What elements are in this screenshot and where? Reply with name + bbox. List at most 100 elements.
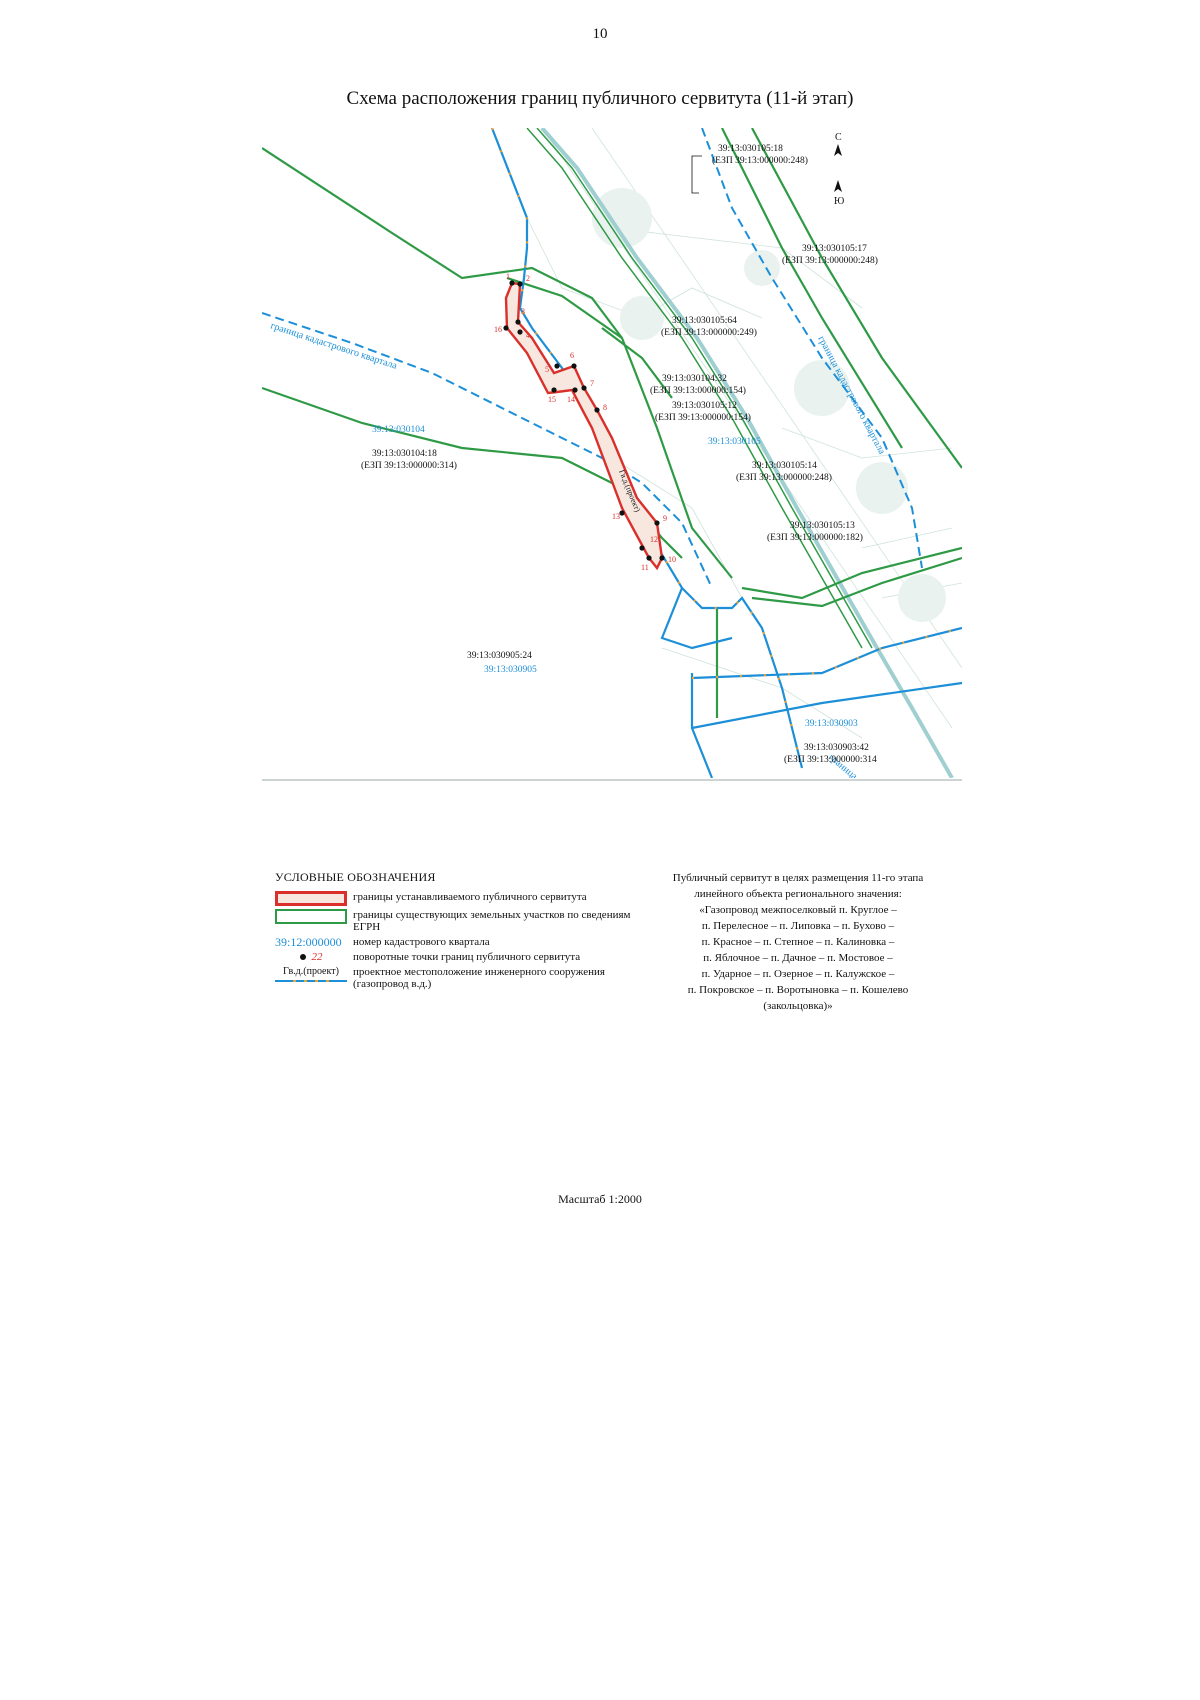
- parcel-label: 39:13:030105:14: [752, 461, 817, 471]
- turn-point-label: 6: [570, 351, 574, 360]
- servitude-boundary: [504, 281, 664, 571]
- legend-item-text: проектное местоположение инженерного соо…: [353, 966, 605, 990]
- point-number: 22: [311, 951, 323, 963]
- legend-item-text: поворотные точки границ публичного серви…: [353, 951, 581, 963]
- turn-point-marker: [571, 363, 577, 369]
- parcel-label: (ЕЗП 39:13:000000:154): [650, 385, 746, 396]
- turn-point-label: 2: [526, 274, 530, 283]
- quarter-boundaries: [262, 128, 923, 589]
- parcel-label: 39:13:030105:18: [718, 144, 783, 154]
- parcel-label: (ЕЗП 39:13:000000:314: [784, 754, 877, 765]
- legend-item-text: границы устанавливаемого публичного серв…: [353, 891, 587, 903]
- map-scale: Масштаб 1:2000: [558, 1192, 642, 1206]
- parcel-symbol: [275, 909, 347, 924]
- compass-south: Ю: [834, 196, 844, 207]
- parcel-label: (ЕЗП 39:13:000000:248): [782, 255, 878, 266]
- legend-item-gas: Гв.д.(проект) проектное местоположение и…: [275, 966, 645, 990]
- parcel-label: (ЕЗП 39:13:000000:248): [736, 472, 832, 483]
- parcel-label: 39:13:030105:13: [790, 521, 855, 531]
- turn-point-marker: [654, 520, 660, 526]
- quarter-number-symbol: 39:12:000000: [275, 935, 342, 949]
- gas-symbol-label: Гв.д.(проект): [283, 966, 339, 977]
- parcel-label: (ЕЗП 39:13:000000:154): [655, 412, 751, 423]
- parcel-label: (ЕЗП 39:13:000000:249): [661, 327, 757, 338]
- quarter-label: 39:13:030105: [708, 437, 761, 447]
- turn-point-marker: [515, 319, 521, 325]
- turn-point-marker: [619, 510, 625, 516]
- turn-point-label: 9: [663, 514, 667, 523]
- parcel-label: 39:13:030905:24: [467, 651, 532, 661]
- parcel-boundaries: [262, 128, 962, 718]
- turn-point-marker: [509, 280, 515, 286]
- legend-item-servitude: границы устанавливаемого публичного серв…: [275, 891, 645, 906]
- turn-point-marker: [581, 385, 587, 391]
- quarter-label: 39:13:030903: [805, 719, 858, 729]
- legend-title: УСЛОВНЫЕ ОБОЗНАЧЕНИЯ: [275, 870, 436, 884]
- vegetation: [592, 188, 946, 622]
- note-line: линейного объекта регионального значения…: [694, 888, 902, 900]
- turn-point-label: 8: [603, 403, 607, 412]
- road-corridor: [526, 128, 954, 778]
- turn-point-marker: [551, 387, 557, 393]
- note-line: «Газопровод межпоселковый п. Круглое –: [699, 904, 897, 916]
- parcel-label: 39:13:030105:12: [672, 401, 737, 411]
- page-number: 10: [592, 26, 608, 42]
- compass-rose: С Ю: [834, 132, 844, 207]
- turn-point-label: 1: [506, 272, 510, 281]
- turn-point-label: 5: [545, 365, 549, 374]
- turn-point-label: 10: [668, 555, 676, 564]
- note-line: п. Покровское – п. Воротыновка – п. Коше…: [687, 984, 909, 996]
- turn-point-marker: [659, 555, 665, 561]
- turn-point-marker: [594, 407, 600, 413]
- turn-point-label: 4: [526, 331, 530, 340]
- turn-point-label: 15: [548, 395, 556, 404]
- turn-point-label: 14: [567, 395, 575, 404]
- turn-point-marker: [639, 545, 645, 551]
- note-line: п. Перелесное – п. Липовка – п. Бухово –: [701, 920, 895, 932]
- turn-point-label: 16: [494, 325, 502, 334]
- parcel-label: (ЕЗП 39:13:000000:248): [712, 155, 808, 166]
- turn-point-marker: [503, 325, 509, 331]
- servitude-note: Публичный сервитут в целях размещения 11…: [658, 870, 938, 1014]
- parcel-label: 39:13:030105:17: [802, 244, 867, 254]
- note-line: п. Красное – п. Степное – п. Калиновка –: [701, 936, 895, 948]
- servitude-symbol: [275, 891, 347, 906]
- gas-line-icon: [275, 980, 347, 982]
- gas-pipeline: [490, 128, 962, 778]
- quarter-label: 39:13:030104: [372, 425, 425, 435]
- page-title: Схема расположения границ публичного сер…: [346, 88, 854, 109]
- legend-item-text: границы существующих земельных участков …: [353, 909, 631, 933]
- turn-point-label: 7: [590, 379, 594, 388]
- cadastral-map: граница кадастрового квартала граница ка…: [262, 128, 962, 781]
- legend-item-points: 22 поворотные точки границ публичного се…: [275, 951, 645, 963]
- turn-point-marker: [554, 363, 560, 369]
- note-line: (закольцовка)»: [763, 1000, 833, 1012]
- note-line: п. Яблочное – п. Дачное – п. Мостовое –: [703, 952, 893, 964]
- note-line: Публичный сервитут в целях размещения 11…: [672, 872, 924, 884]
- turn-point-label: 13: [612, 512, 620, 521]
- parcel-label: 39:13:030104:32: [662, 374, 727, 384]
- turn-point-marker: [517, 329, 523, 335]
- boundary-label-left: граница кадастрового квартала: [269, 320, 399, 372]
- parcel-label: 39:13:030903:42: [804, 743, 869, 753]
- turn-point-label: 12: [650, 535, 658, 544]
- turn-point-marker: [572, 387, 578, 393]
- legend: УСЛОВНЫЕ ОБОЗНАЧЕНИЯ границы устанавлива…: [275, 870, 645, 993]
- note-line: п. Ударное – п. Озерное – п. Калужское –: [701, 968, 895, 980]
- legend-item-parcels: границы существующих земельных участков …: [275, 909, 645, 933]
- parcel-label: (ЕЗП 39:13:000000:314): [361, 460, 457, 471]
- quarter-label: 39:13:030905: [484, 665, 537, 675]
- point-dot-icon: [299, 954, 306, 961]
- parcel-label: 39:13:030104:18: [372, 449, 437, 459]
- legend-item-text: номер кадастрового квартала: [353, 936, 490, 948]
- turn-point-marker: [517, 281, 523, 287]
- parcel-label: 39:13:030105:64: [672, 316, 737, 326]
- turn-point-label: 3: [521, 307, 525, 316]
- parcel-label: (ЕЗП 39:13:000000:182): [767, 532, 863, 543]
- turn-point-label: 11: [641, 563, 649, 572]
- terrain-background: [521, 128, 962, 739]
- compass-north: С: [835, 132, 842, 143]
- legend-item-quarter: 39:12:000000 номер кадастрового квартала: [275, 936, 645, 948]
- turn-point-marker: [646, 555, 652, 561]
